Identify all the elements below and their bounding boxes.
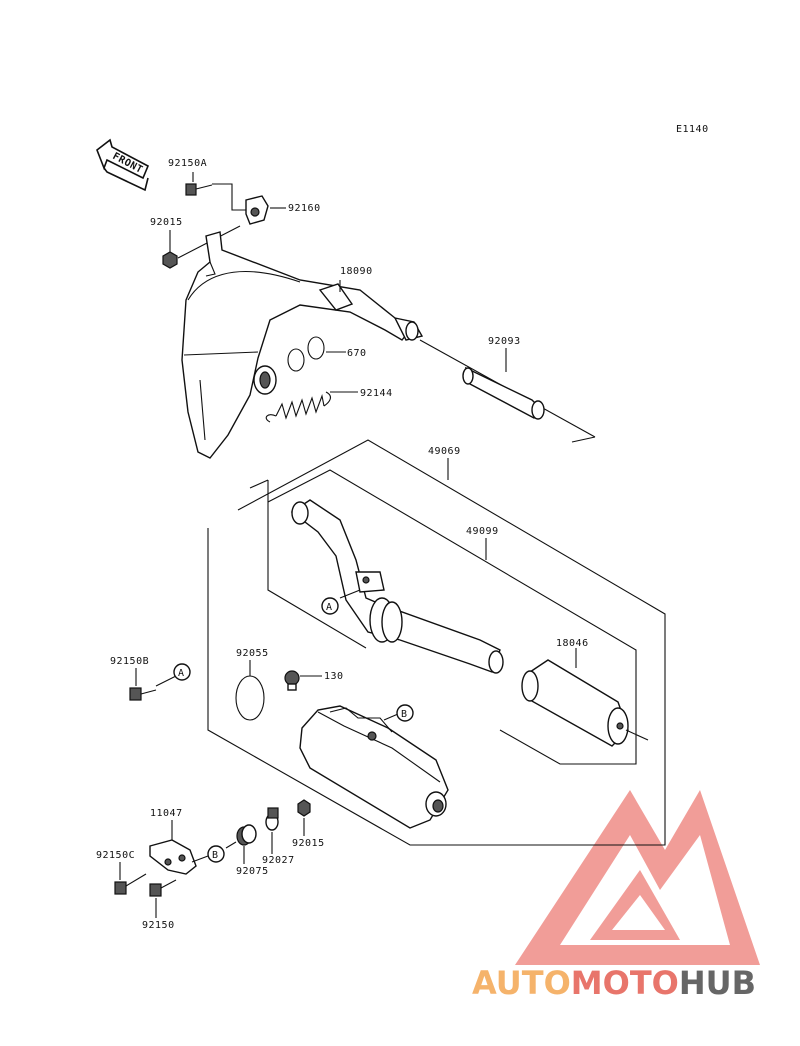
label-18046: 18046 <box>556 638 589 649</box>
watermark-moto: MOTO <box>571 964 679 1002</box>
label-92150a: 92150A <box>168 158 207 169</box>
grommet-130 <box>284 670 300 691</box>
svg-text:AUTOMOTOHUB: AUTOMOTOHUB <box>472 964 756 1002</box>
watermark-hub: HUB <box>679 964 756 1002</box>
collar-nut-92027 <box>265 807 279 831</box>
label-670: 670 <box>347 348 367 359</box>
label-92160: 92160 <box>288 203 321 214</box>
bolt-92150b <box>129 687 157 701</box>
watermark-auto: AUTO <box>472 964 571 1002</box>
svg-text:B: B <box>401 709 408 720</box>
coupler-92093 <box>462 366 545 420</box>
bolt-92150a <box>185 183 213 196</box>
assembly-frame-lines <box>207 439 666 846</box>
label-92093: 92093 <box>488 336 521 347</box>
nut-92015-bottom <box>297 799 311 817</box>
gasket-92055 <box>235 675 265 721</box>
label-92027: 92027 <box>262 855 295 866</box>
label-92015-bottom: 92015 <box>292 838 325 849</box>
callout-b-upper <box>396 704 414 722</box>
label-92150b: 92150B <box>110 656 149 667</box>
label-92055: 92055 <box>236 648 269 659</box>
o-rings-670 <box>287 336 325 372</box>
diagram-code: E1140 <box>676 124 709 135</box>
silencer-packing-18046 <box>521 659 629 747</box>
bracket-11047 <box>149 839 197 875</box>
chamber-spigot <box>253 365 277 395</box>
nut-92015-top <box>162 251 178 269</box>
label-11047: 11047 <box>150 808 183 819</box>
label-130: 130 <box>324 671 344 682</box>
label-92075: 92075 <box>236 866 269 877</box>
label-49069: 49069 <box>428 446 461 457</box>
tail-pipe-49099 <box>290 499 504 674</box>
collar-92075 <box>236 824 257 846</box>
spring-92144 <box>265 391 332 423</box>
bolt-92150c <box>114 873 147 895</box>
silencer-body <box>299 705 449 829</box>
label-18090: 18090 <box>340 266 373 277</box>
svg-text:B: B <box>212 850 219 861</box>
callout-b-lower <box>207 845 225 863</box>
label-92150: 92150 <box>142 920 175 931</box>
bolt-92150 <box>149 879 177 897</box>
expansion-chamber-18090 <box>181 231 424 459</box>
label-92144: 92144 <box>360 388 393 399</box>
watermark-logo-icon <box>515 790 760 965</box>
callout-a-upper <box>321 597 339 615</box>
label-92015-top: 92015 <box>150 217 183 228</box>
callout-a-lower <box>173 663 191 681</box>
front-arrow-icon: FRONT <box>96 138 150 192</box>
label-49099: 49099 <box>466 526 499 537</box>
svg-text:A: A <box>178 668 185 679</box>
svg-text:A: A <box>326 602 333 613</box>
label-92150c: 92150C <box>96 850 135 861</box>
bracket-92160 <box>245 195 269 225</box>
